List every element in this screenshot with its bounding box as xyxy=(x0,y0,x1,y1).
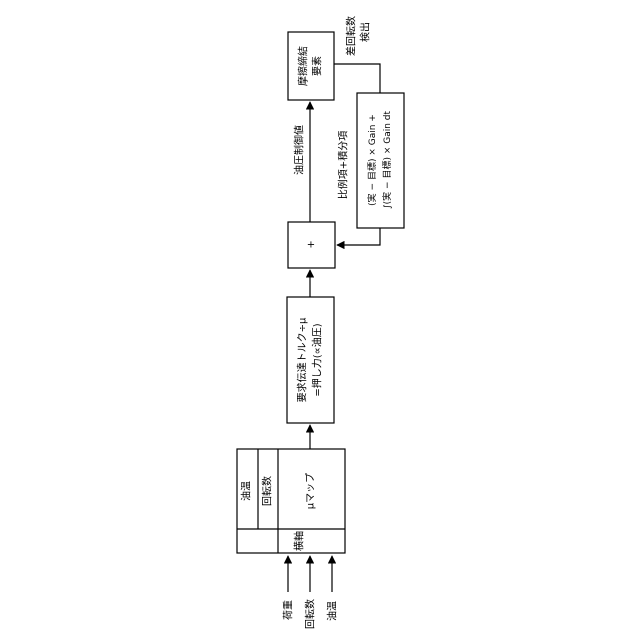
friction-box-line1: 摩擦締結 xyxy=(297,46,310,86)
pi-box-line2: ∫(実 − 目標) × Gain dt xyxy=(381,111,393,210)
oil-pressure-label: 油圧制御値 xyxy=(293,125,306,175)
detection-label-line2: 検出 xyxy=(359,22,372,42)
mu-map-axis-load: 横軸 xyxy=(293,531,306,551)
detection-label-line1: 差回転数 xyxy=(345,16,358,56)
input-oil-temp-label: 油温 xyxy=(326,601,339,621)
mu-map-label: μマップ xyxy=(305,473,317,509)
input-rpm-label: 回転数 xyxy=(304,599,317,629)
torque-box xyxy=(287,297,334,423)
friction-box xyxy=(288,32,334,100)
pi-box-line1: (実 − 目標) × Gain + xyxy=(366,114,378,206)
mu-map-axis-rpm: 回転数 xyxy=(261,476,274,506)
sum-box-label: + xyxy=(307,240,315,251)
mu-map-axis-oil-temp: 油温 xyxy=(240,481,253,501)
pi-to-sum-arrow xyxy=(337,228,380,245)
mu-map-block xyxy=(237,449,345,553)
friction-box-line2: 要素 xyxy=(311,56,324,76)
input-load-label: 荷重 xyxy=(282,600,295,620)
pi-label: 比例項+積分項 xyxy=(337,131,350,199)
pi-box xyxy=(357,93,404,228)
detection-feedback-line xyxy=(334,64,380,93)
torque-box-line2: =押し力(∝油圧) xyxy=(311,323,324,396)
torque-box-line1: 要求伝達トルク÷μ xyxy=(297,317,309,402)
